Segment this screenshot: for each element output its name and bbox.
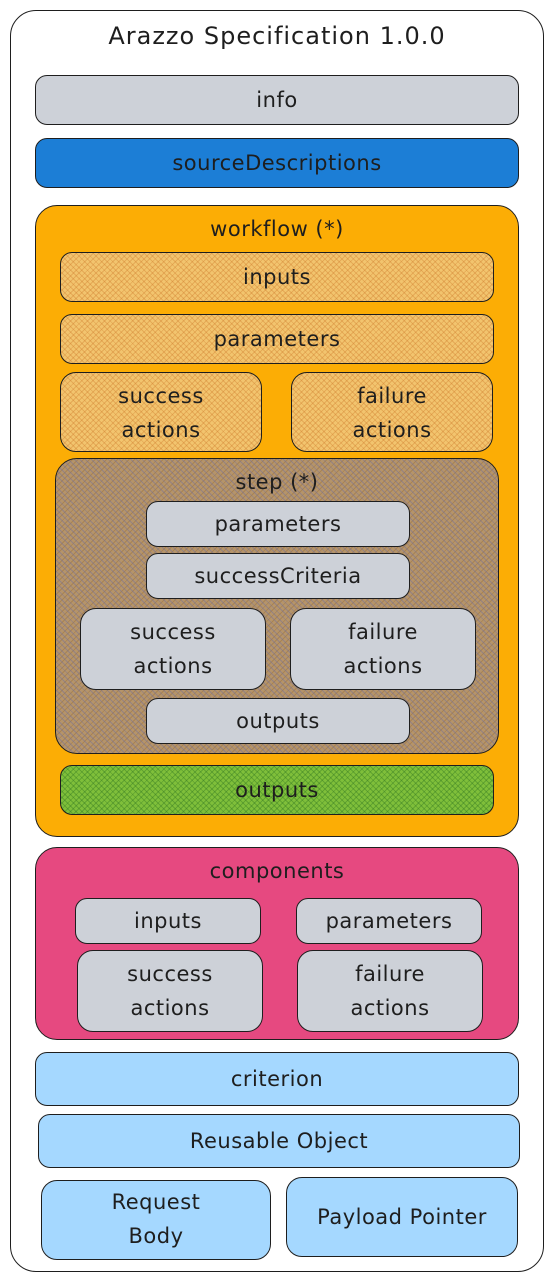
info-label: info xyxy=(256,88,298,112)
components-success-actions-line1: success xyxy=(127,962,213,986)
request-body-line2: Body xyxy=(128,1224,184,1248)
workflow-parameters-box: parameters xyxy=(60,314,494,364)
workflow-label: workflow (*) xyxy=(210,217,344,241)
step-success-criteria-label: successCriteria xyxy=(194,564,362,588)
workflow-success-actions-line2: actions xyxy=(121,418,201,442)
components-parameters-box: parameters xyxy=(296,898,482,944)
step-parameters-label: parameters xyxy=(214,512,342,536)
payload-pointer-label: Payload Pointer xyxy=(317,1205,487,1229)
step-parameters-box: parameters xyxy=(146,501,410,547)
request-body-line1: Request xyxy=(111,1190,201,1214)
workflow-inputs-label: inputs xyxy=(243,265,311,289)
components-inputs-box: inputs xyxy=(75,898,261,944)
workflow-failure-actions-line1: failure xyxy=(357,384,427,408)
step-failure-actions-box: failure actions xyxy=(290,608,476,690)
criterion-box: criterion xyxy=(35,1052,519,1106)
workflow-success-actions-line1: success xyxy=(118,384,204,408)
components-inputs-label: inputs xyxy=(134,909,202,933)
workflow-outputs-label: outputs xyxy=(235,778,319,802)
payload-pointer-box: Payload Pointer xyxy=(286,1177,518,1257)
request-body-box: Request Body xyxy=(41,1180,271,1260)
step-success-criteria-box: successCriteria xyxy=(146,553,410,599)
step-success-actions-line1: success xyxy=(130,620,216,644)
components-failure-actions-line1: failure xyxy=(355,962,425,986)
components-failure-actions-box: failure actions xyxy=(297,950,483,1032)
criterion-label: criterion xyxy=(230,1067,324,1091)
workflow-success-actions-box: success actions xyxy=(60,372,262,452)
reusable-object-label: Reusable Object xyxy=(189,1129,369,1153)
info-box: info xyxy=(35,75,519,125)
workflow-outputs-box: outputs xyxy=(60,765,494,815)
components-failure-actions-line2: actions xyxy=(350,996,430,1020)
components-label: components xyxy=(209,859,345,883)
diagram-title: Arazzo Specification 1.0.0 xyxy=(108,22,446,50)
step-outputs-label: outputs xyxy=(236,709,320,733)
source-descriptions-box: sourceDescriptions xyxy=(35,138,519,188)
step-success-actions-line2: actions xyxy=(133,654,213,678)
source-descriptions-label: sourceDescriptions xyxy=(172,151,382,175)
workflow-failure-actions-box: failure actions xyxy=(291,372,493,452)
workflow-inputs-box: inputs xyxy=(60,252,494,302)
workflow-failure-actions-line2: actions xyxy=(352,418,432,442)
step-success-actions-box: success actions xyxy=(80,608,266,690)
workflow-parameters-label: parameters xyxy=(213,327,341,351)
components-success-actions-box: success actions xyxy=(77,950,263,1032)
step-failure-actions-line1: failure xyxy=(348,620,418,644)
step-outputs-box: outputs xyxy=(146,698,410,744)
components-success-actions-line2: actions xyxy=(130,996,210,1020)
components-parameters-label: parameters xyxy=(325,909,453,933)
step-label: step (*) xyxy=(235,470,319,494)
reusable-object-box: Reusable Object xyxy=(38,1114,520,1168)
step-failure-actions-line2: actions xyxy=(343,654,423,678)
